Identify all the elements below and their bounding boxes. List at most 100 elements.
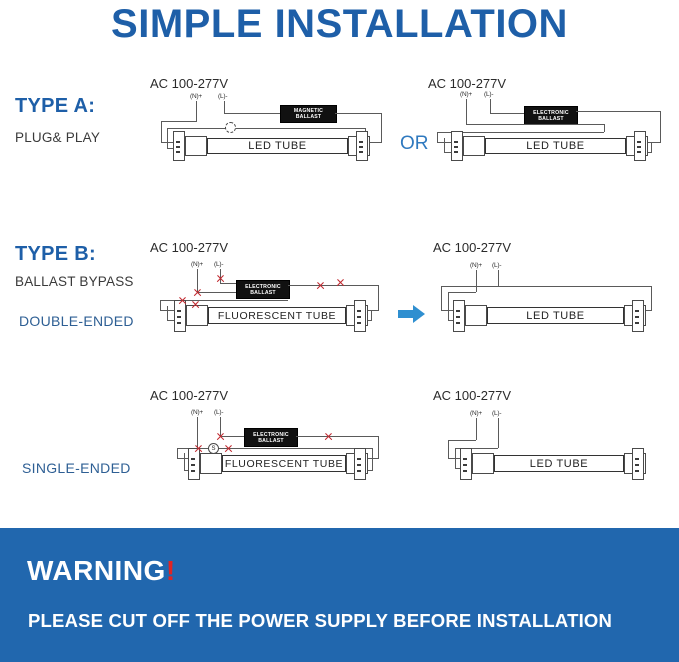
ballast-label-line1: ELECTRONIC bbox=[253, 431, 289, 438]
wire-left-drop bbox=[161, 121, 162, 142]
neutral-pin-label: (N)+ bbox=[191, 261, 204, 268]
wire-neutral-drop bbox=[476, 270, 477, 292]
diagram-type-b-double-before: AC 100-277V (N)+ (L)- ELECTRONIC BALLAST… bbox=[150, 240, 390, 350]
ballast-label-line2: BALLAST bbox=[258, 437, 284, 444]
wire-right-to-socket bbox=[364, 458, 379, 459]
cut-mark bbox=[178, 296, 187, 305]
ac-voltage-label: AC 100-277V bbox=[150, 76, 229, 91]
wire-inner-left-stub bbox=[167, 148, 177, 149]
wire-left-drop bbox=[441, 286, 442, 310]
wire-neutral-drop bbox=[466, 99, 467, 124]
diagram-type-a-electronic: AC 100-277V (N)+ (L)- ELECTRONIC BALLAST… bbox=[428, 76, 663, 181]
diagram-type-a-magnetic: AC 100-277V (N)+ (L)- MAGNETIC BALLAST bbox=[150, 76, 385, 181]
wire-inner-left-drop bbox=[437, 132, 438, 142]
warning-message: PLEASE CUT OFF THE POWER SUPPLY BEFORE I… bbox=[28, 610, 613, 631]
wire-live-to-ballast bbox=[490, 113, 524, 114]
wire-live-drop bbox=[224, 101, 225, 113]
tube-socket-left bbox=[173, 131, 185, 161]
wire-live-to-ballast bbox=[220, 283, 236, 284]
neutral-pin-label: (N)+ bbox=[470, 262, 483, 269]
neutral-pin-label: (N)+ bbox=[190, 93, 203, 100]
ballast-label-line2: BALLAST bbox=[295, 114, 322, 120]
tube-body: LED TUBE bbox=[485, 138, 626, 154]
wire-ballast-out bbox=[335, 113, 381, 114]
page-title: SIMPLE INSTALLATION bbox=[111, 2, 568, 46]
live-pin-label: (L)- bbox=[484, 91, 494, 98]
tube-socket-left bbox=[460, 448, 472, 480]
live-pin-label: (L)- bbox=[214, 261, 224, 268]
wire-live-drop bbox=[498, 270, 499, 286]
ac-voltage-label: AC 100-277V bbox=[428, 76, 507, 91]
cut-mark bbox=[224, 444, 233, 453]
wire-inner-left-stub bbox=[455, 468, 463, 469]
wire-neutral-rail bbox=[466, 124, 604, 125]
wire-neutral-drop bbox=[197, 417, 198, 453]
wire-live-to-ballast bbox=[224, 113, 280, 114]
wire-ballast-out-top bbox=[576, 111, 660, 112]
wire-inner-left-stub bbox=[448, 320, 456, 321]
tube-socket-right bbox=[634, 131, 646, 161]
cut-mark bbox=[324, 432, 333, 441]
tube-socket-left bbox=[451, 131, 463, 161]
tube-body: LED TUBE bbox=[487, 307, 624, 324]
wire-neutral-drop bbox=[196, 101, 197, 121]
cut-mark bbox=[216, 274, 225, 283]
wire-inner-left-stub bbox=[177, 458, 189, 459]
neutral-pin-label: (N)+ bbox=[460, 91, 473, 98]
wire-live-drop bbox=[490, 99, 491, 113]
wire-ballast-out-top bbox=[288, 285, 378, 286]
ballast-label-line1: ELECTRONIC bbox=[245, 283, 281, 290]
tube-socket-left bbox=[453, 300, 465, 332]
wire-inner-left-drop bbox=[177, 448, 178, 458]
cut-mark bbox=[216, 432, 225, 441]
wire-live-rail bbox=[455, 448, 498, 449]
diagram-type-b-single-before: AC 100-277V (N)+ (L)- ELECTRONIC BALLAST… bbox=[150, 388, 390, 498]
wire-right-second bbox=[651, 142, 652, 152]
wire-right-drop bbox=[381, 113, 382, 142]
neutral-pin-label: (N)+ bbox=[470, 410, 483, 417]
tube-socket-right bbox=[354, 300, 366, 332]
wire-right-drop bbox=[660, 111, 661, 142]
warning-title: WARNING! bbox=[27, 555, 176, 587]
tube-socket-right bbox=[354, 448, 366, 480]
tube-socket-right bbox=[632, 300, 644, 332]
cut-mark bbox=[191, 300, 200, 309]
wire-live-drop bbox=[498, 418, 499, 448]
wire-right-to-socket bbox=[366, 142, 382, 143]
tube-endcap-left bbox=[465, 305, 487, 326]
tube-endcap-left bbox=[200, 453, 222, 474]
wire-starter-rail bbox=[177, 448, 372, 449]
ballast-label-line2: BALLAST bbox=[538, 115, 564, 122]
wire-ballast-out-top bbox=[296, 436, 378, 437]
live-pin-label: (L)- bbox=[214, 409, 224, 416]
wire-right-second bbox=[371, 310, 372, 320]
wire-inner-left bbox=[167, 128, 168, 148]
wire-left-second bbox=[184, 453, 185, 470]
warning-exclamation: ! bbox=[165, 555, 176, 586]
wire-left-drop bbox=[448, 440, 449, 458]
wire-left-second bbox=[444, 138, 445, 152]
electronic-ballast-box: ELECTRONIC BALLAST bbox=[236, 280, 290, 299]
cut-mark bbox=[193, 288, 202, 297]
tube-body: LED TUBE bbox=[207, 138, 348, 154]
wire-left-to-socket bbox=[441, 310, 453, 311]
wire-neutral-to-ballast bbox=[197, 292, 236, 293]
wire-right-drop bbox=[378, 285, 379, 310]
ac-voltage-label: AC 100-277V bbox=[150, 240, 229, 255]
live-pin-label: (L)- bbox=[492, 262, 502, 269]
wire-inner-top-rail bbox=[167, 128, 365, 129]
electronic-ballast-box: ELECTRONIC BALLAST bbox=[244, 428, 298, 447]
or-connector-label: OR bbox=[400, 133, 429, 154]
cut-mark bbox=[336, 278, 345, 287]
live-pin-label: (L)- bbox=[218, 93, 228, 100]
ac-voltage-label: AC 100-277V bbox=[150, 388, 229, 403]
cut-mark bbox=[194, 444, 203, 453]
ballast-label-line2: BALLAST bbox=[250, 289, 276, 296]
type-a-heading: TYPE A: bbox=[15, 95, 96, 117]
live-pin-label: (L)- bbox=[492, 410, 502, 417]
ac-voltage-label: AC 100-277V bbox=[433, 388, 512, 403]
warning-title-text: WARNING bbox=[27, 555, 166, 586]
wire-live-drop bbox=[220, 417, 221, 436]
wire-neutral-rail-drop bbox=[604, 124, 605, 132]
